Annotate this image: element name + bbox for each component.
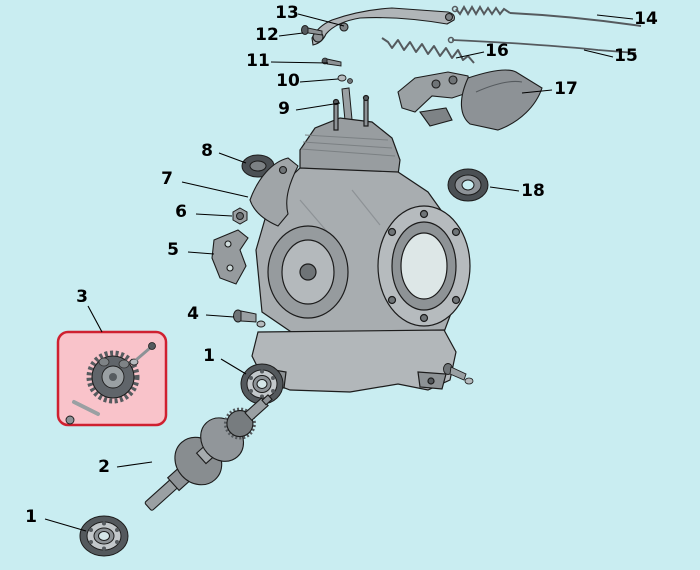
- mount-bolt-illustration: [443, 363, 474, 385]
- governor-spring-illustration: [381, 37, 475, 64]
- leader-lines: [44, 13, 634, 532]
- callout-17[interactable]: 17: [554, 79, 578, 99]
- callout-16[interactable]: 16: [485, 41, 509, 61]
- control-bracket-assembly-illustration: [397, 69, 543, 131]
- bolt-illustration-4: [233, 309, 266, 328]
- callout-2[interactable]: 2: [98, 457, 110, 477]
- throttle-rod-illustration-15: [447, 36, 637, 54]
- callout-9[interactable]: 9: [278, 99, 290, 119]
- callout-10[interactable]: 10: [276, 71, 300, 91]
- callout-14[interactable]: 14: [634, 9, 658, 29]
- ball-bearing-upper-illustration: [240, 363, 284, 405]
- callout-1-upper[interactable]: 1: [203, 346, 215, 366]
- callout-6[interactable]: 6: [175, 202, 187, 222]
- callout-15[interactable]: 15: [614, 46, 638, 66]
- callout-3[interactable]: 3: [76, 287, 88, 307]
- governor-rod-illustration-14: [451, 4, 642, 27]
- callout-12[interactable]: 12: [255, 25, 279, 45]
- highlighted-part-box[interactable]: [56, 330, 168, 427]
- ball-bearing-lower-illustration: [79, 515, 129, 557]
- engine-block-illustration: [251, 94, 471, 393]
- callout-18[interactable]: 18: [521, 181, 545, 201]
- callout-7[interactable]: 7: [161, 169, 173, 189]
- crankshaft-illustration: [144, 394, 273, 511]
- callout-8[interactable]: 8: [201, 141, 213, 161]
- callout-5[interactable]: 5: [167, 240, 179, 260]
- callout-13[interactable]: 13: [275, 3, 299, 23]
- screw-illustration-12: [301, 25, 323, 36]
- callout-1-lower[interactable]: 1: [25, 507, 37, 527]
- callout-4[interactable]: 4: [187, 304, 199, 324]
- side-plate-illustration: [211, 229, 249, 285]
- oil-seal-illustration: [447, 168, 489, 202]
- nut-illustration: [232, 207, 248, 225]
- clip-illustration-10: [337, 74, 353, 84]
- governor-gear-illustration: [65, 342, 156, 425]
- governor-arm-bracket-illustration: [249, 157, 299, 227]
- callout-11[interactable]: 11: [246, 51, 270, 71]
